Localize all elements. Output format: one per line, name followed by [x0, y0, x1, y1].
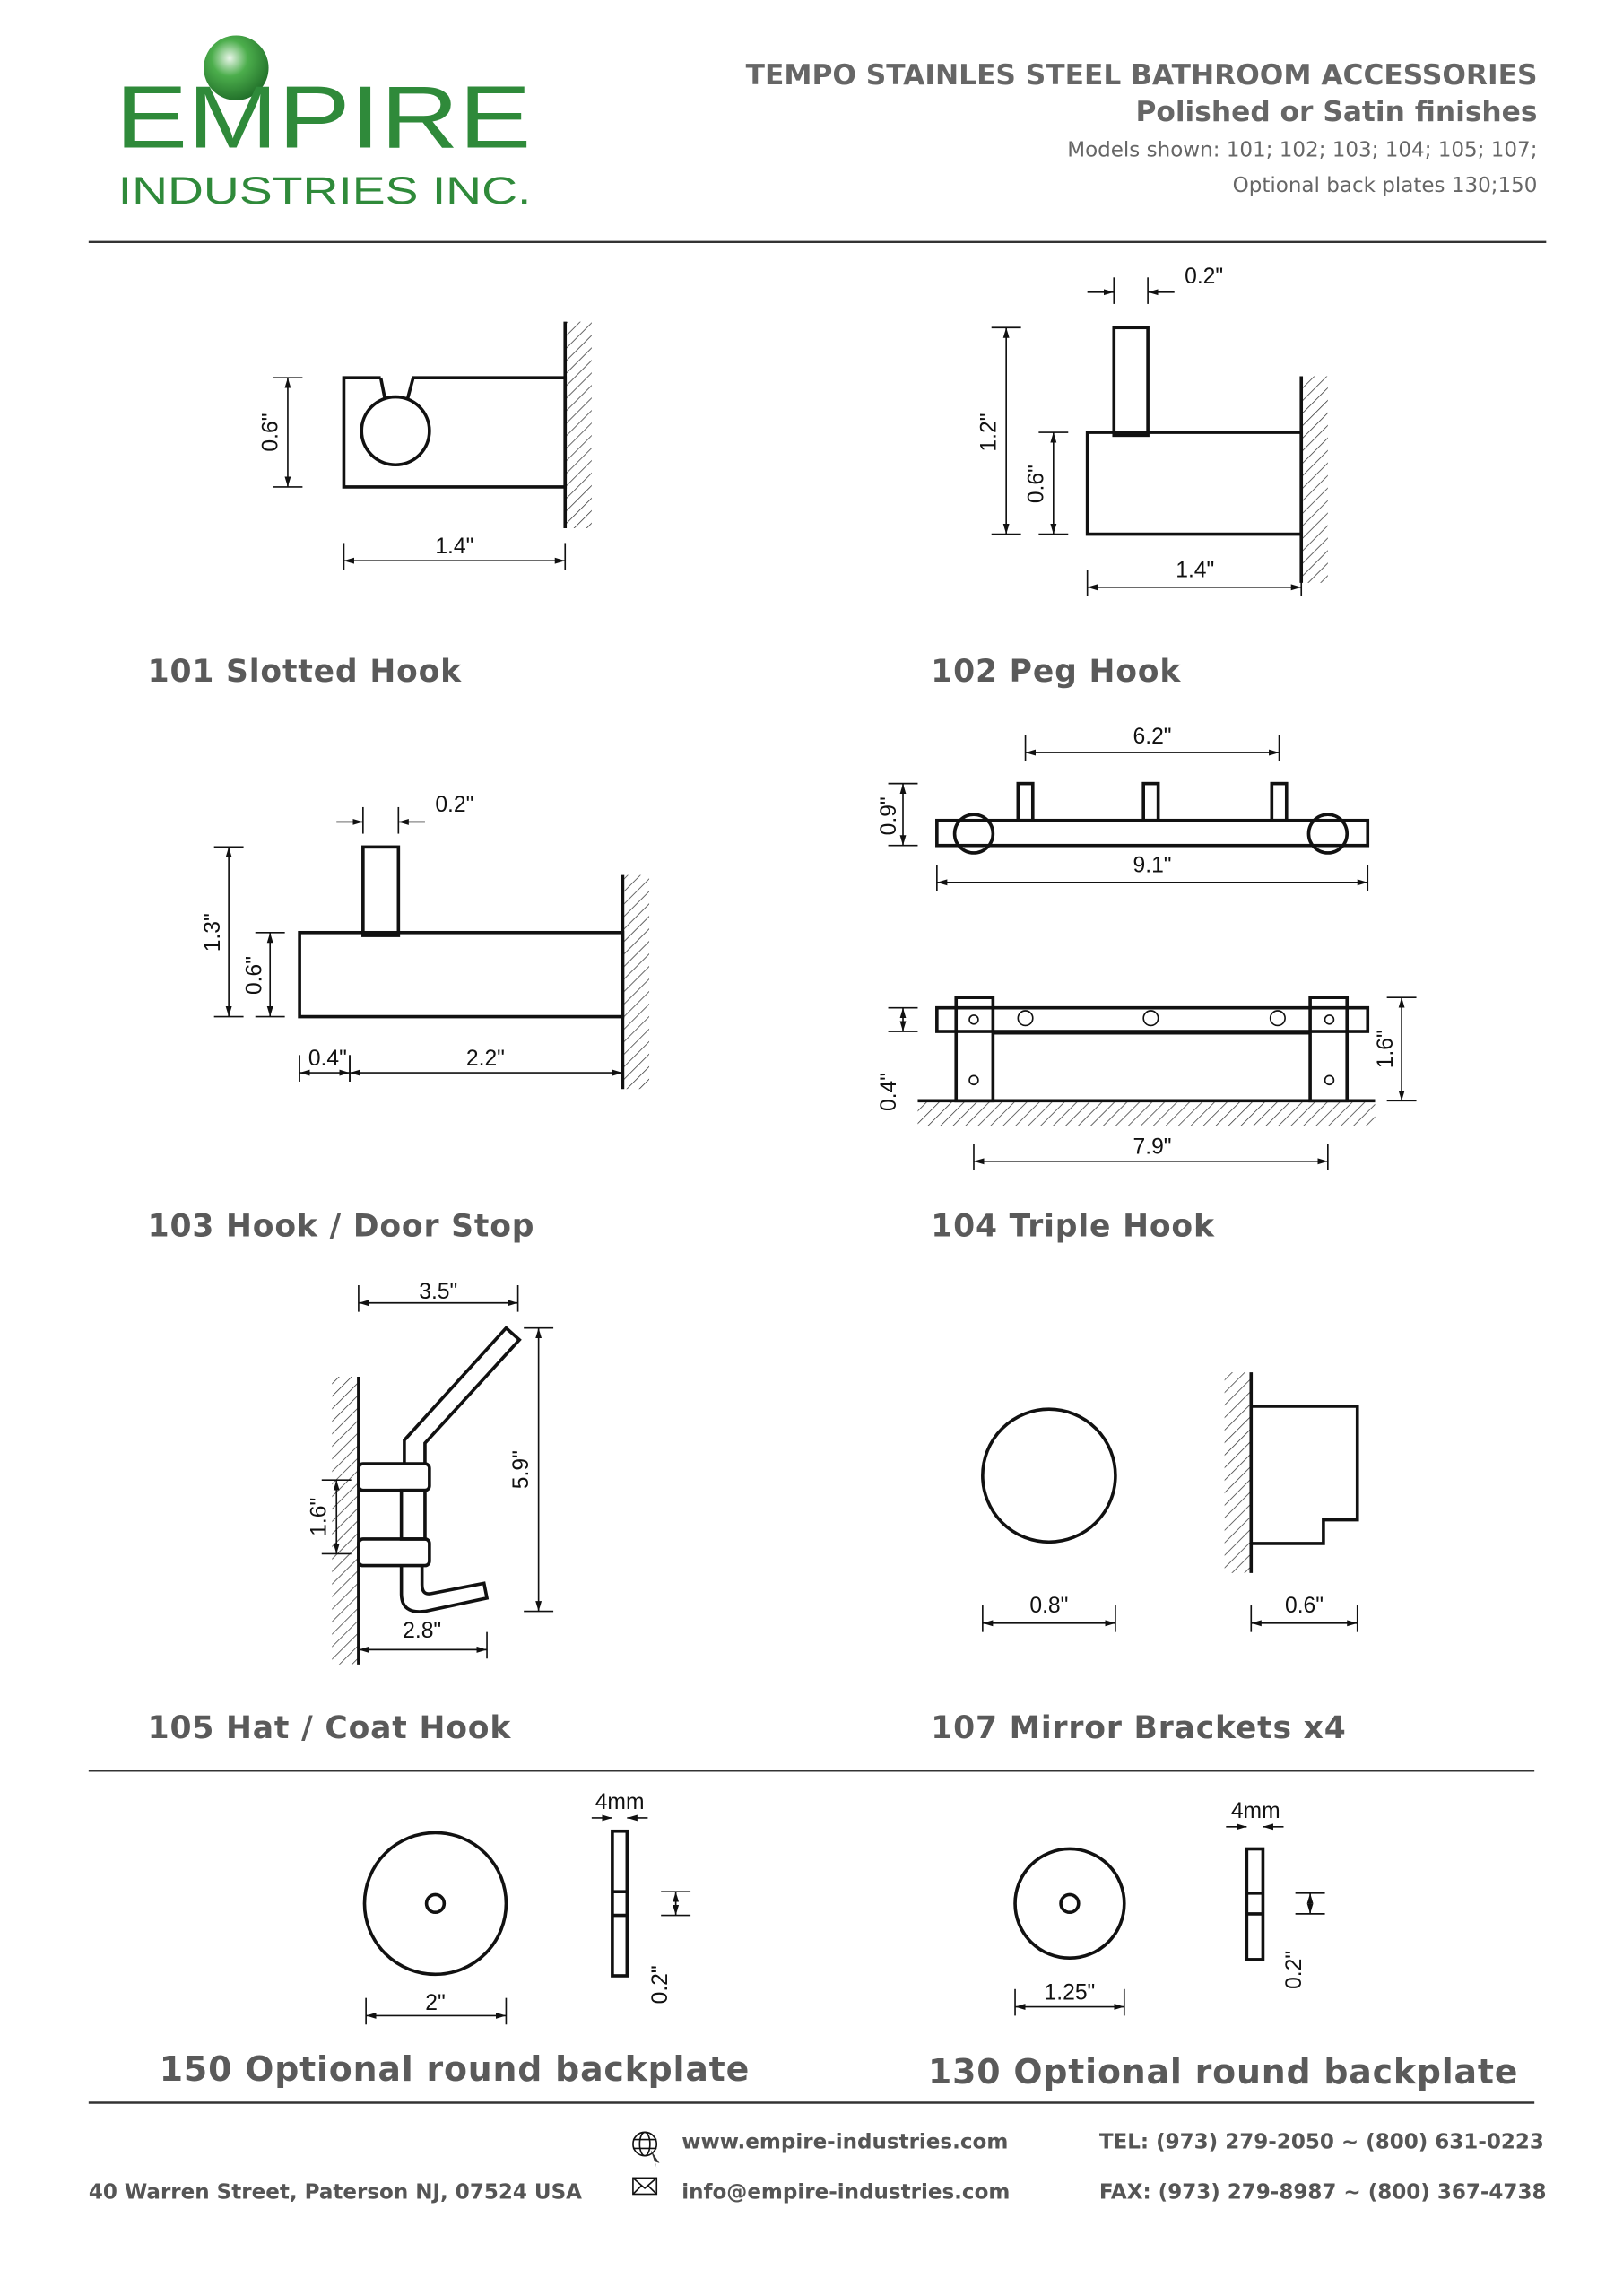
- models-shown: Models shown: 101; 102; 103; 104; 105; 1…: [1067, 138, 1537, 161]
- dimension-label: 1.2": [977, 413, 1002, 452]
- drawing-104-side: [917, 996, 1376, 1126]
- dimension-label: 1.6": [1374, 1030, 1398, 1068]
- drawing-105: [332, 1326, 522, 1665]
- dimension-label: 0.2": [1185, 265, 1223, 289]
- backplates-note: Optional back plates 130;150: [1233, 174, 1538, 197]
- drawing-107: [981, 1372, 1359, 1573]
- fax: FAX: (973) 279-8987 ~ (800) 367-4738: [1099, 2180, 1547, 2204]
- logo-sub: INDUSTRIES INC.: [118, 170, 532, 213]
- doc-title: TEMPO STAINLES STEEL BATHROOM ACCESSORIE…: [746, 59, 1538, 91]
- label-150: 150 Optional round backplate: [160, 2049, 750, 2089]
- tel: TEL: (973) 279-2050 ~ (800) 631-0223: [1099, 2130, 1544, 2153]
- dimension-label: 5.9": [509, 1450, 534, 1489]
- dimension-label: 1.25": [1045, 1980, 1096, 2005]
- dimension-label: 1.6": [308, 1498, 332, 1536]
- drawing-101: [342, 321, 592, 528]
- dimension-annotations: 1.4" 1.4" 0.4" 2.2" 6.2" 9.1" 7.9" 3.5" 2.8" 0.8"…: [201, 265, 1417, 2025]
- logo-sphere-icon: [204, 35, 269, 100]
- label-105: 105 Hat / Coat Hook: [148, 1710, 512, 1746]
- dimension-label: 1.3": [201, 913, 225, 952]
- dimension-label: 2.8": [403, 1619, 441, 1643]
- dimension-label: 1.4": [435, 535, 473, 559]
- drawing-130: [1013, 1847, 1265, 1961]
- dimension-label: 2": [425, 1991, 445, 2015]
- drawing-104-top: [935, 781, 1370, 855]
- logo-main: EMPIRE: [115, 68, 531, 167]
- doc-subtitle: Polished or Satin finishes: [1135, 96, 1537, 128]
- dimension-label: 3.5": [419, 1280, 457, 1304]
- label-101: 101 Slotted Hook: [148, 654, 463, 690]
- address: 40 Warren Street, Paterson NJ, 07524 USA: [89, 2180, 582, 2204]
- label-103: 103 Hook / Door Stop: [148, 1209, 535, 1245]
- dimension-label: 0.6": [258, 413, 282, 452]
- mail-icon: [632, 2177, 658, 2196]
- drawing-102: [1085, 326, 1328, 583]
- dimension-label: 9.1": [1133, 853, 1172, 877]
- dimension-label: 0.6": [1024, 465, 1048, 503]
- website-link[interactable]: www.empire-industries.com: [681, 2130, 1008, 2153]
- dimension-label: 1.4": [1176, 558, 1214, 582]
- label-102: 102 Peg Hook: [931, 654, 1181, 690]
- dimension-label: 0.6": [1285, 1594, 1324, 1618]
- globe-icon: [632, 2131, 660, 2168]
- label-130: 130 Optional round backplate: [928, 2052, 1518, 2092]
- dimension-label: 0.4": [877, 1073, 901, 1111]
- dimension-label: 4mm: [595, 1790, 645, 1814]
- dimension-label: 0.2": [1282, 1951, 1306, 1989]
- dimension-label: 6.2": [1133, 725, 1172, 749]
- label-104: 104 Triple Hook: [931, 1209, 1215, 1245]
- dimension-label: 0.6": [242, 956, 266, 995]
- drawing-150: [362, 1829, 629, 1978]
- dimension-label: 0.2": [435, 793, 473, 817]
- dimension-label: 0.2": [648, 1965, 673, 2004]
- dimension-label: 2.2": [466, 1047, 505, 1071]
- dimension-label: 4mm: [1231, 1799, 1280, 1823]
- dimension-label: 0.8": [1029, 1594, 1068, 1618]
- dimension-label: 0.9": [877, 796, 901, 835]
- dimension-label: 0.4": [308, 1047, 347, 1071]
- company-logo: EMPIRE INDUSTRIES INC.: [115, 35, 531, 213]
- dimension-label: 7.9": [1133, 1135, 1172, 1160]
- email-link[interactable]: info@empire-industries.com: [681, 2180, 1010, 2204]
- drawing-103: [298, 845, 650, 1090]
- label-107: 107 Mirror Brackets x4: [931, 1710, 1346, 1746]
